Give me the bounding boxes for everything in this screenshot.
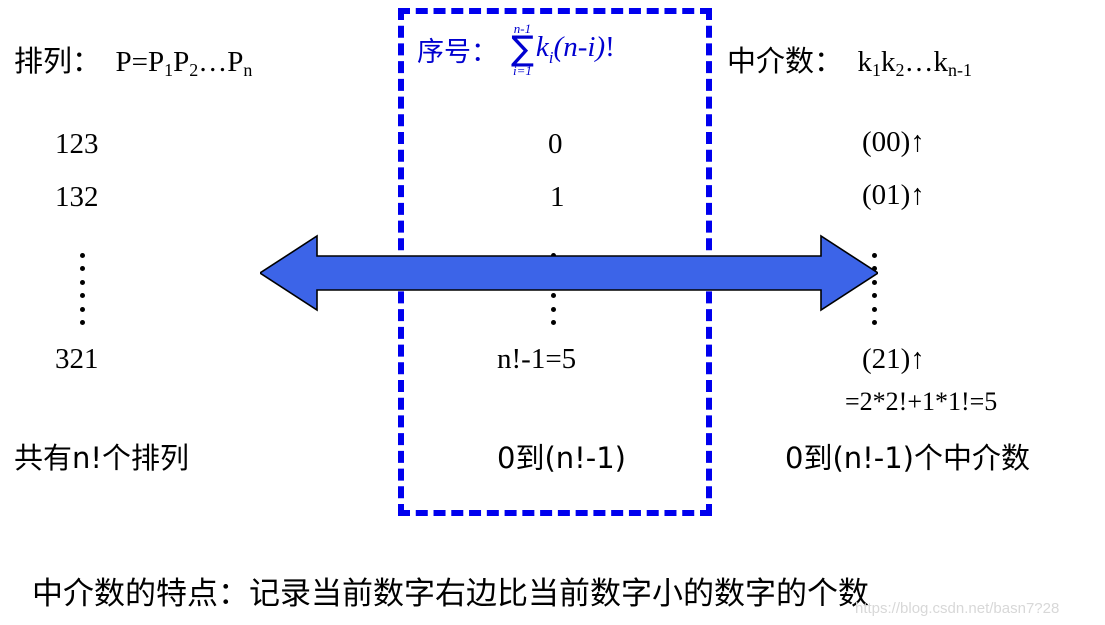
left-row-0: 123 bbox=[55, 128, 99, 160]
left-column-header: 排列： P=P1P2…Pn bbox=[14, 44, 253, 81]
center-row-3: n!-1=5 bbox=[497, 343, 577, 375]
center-column-footer: 0到(n!-1) bbox=[497, 441, 626, 475]
left-row-3: 321 bbox=[55, 343, 99, 375]
right-column-header: 中介数： k1k2…kn-1 bbox=[727, 44, 972, 81]
left-column-header-label: 排列： bbox=[14, 44, 102, 78]
center-row-1: 1 bbox=[550, 181, 565, 213]
right-column-vertical-ellipsis bbox=[871, 253, 877, 325]
double-headed-arrow bbox=[260, 234, 878, 312]
watermark-text: https://blog.csdn.net/basn7?28 bbox=[855, 600, 1060, 617]
right-row-1: (01)↑ bbox=[862, 179, 925, 211]
summation-symbol: n-1 ∑ i=1 bbox=[511, 22, 534, 77]
right-row-detail: =2*2!+1*1!=5 bbox=[845, 387, 998, 416]
right-column-header-label: 中介数： bbox=[727, 44, 844, 78]
center-row-0: 0 bbox=[548, 128, 563, 160]
right-row-0: (00)↑ bbox=[862, 126, 925, 158]
left-column-vertical-ellipsis bbox=[79, 253, 85, 325]
summation-body: ki(n-i)! bbox=[535, 31, 615, 67]
center-column-header-label: 序号： bbox=[417, 36, 498, 68]
summation-lower-limit: i=1 bbox=[513, 62, 532, 78]
right-row-3: (21)↑ bbox=[862, 343, 925, 375]
summation-upper-limit: n-1 bbox=[513, 21, 532, 36]
right-column-footer: 0到(n!-1)个中介数 bbox=[785, 441, 1030, 475]
right-column-header-formula: k1k2…kn-1 bbox=[850, 46, 972, 81]
left-column-header-formula: P=P1P2…Pn bbox=[108, 46, 253, 81]
center-column-header: 序号： n-1 ∑ i=1 ki(n-i)! bbox=[417, 22, 615, 77]
left-row-1: 132 bbox=[55, 181, 99, 213]
sigma-glyph: ∑ bbox=[511, 29, 534, 69]
bottom-caption: 中介数的特点：记录当前数字右边比当前数字小的数字的个数 bbox=[32, 576, 869, 612]
left-column-footer: 共有n!个排列 bbox=[14, 441, 190, 475]
